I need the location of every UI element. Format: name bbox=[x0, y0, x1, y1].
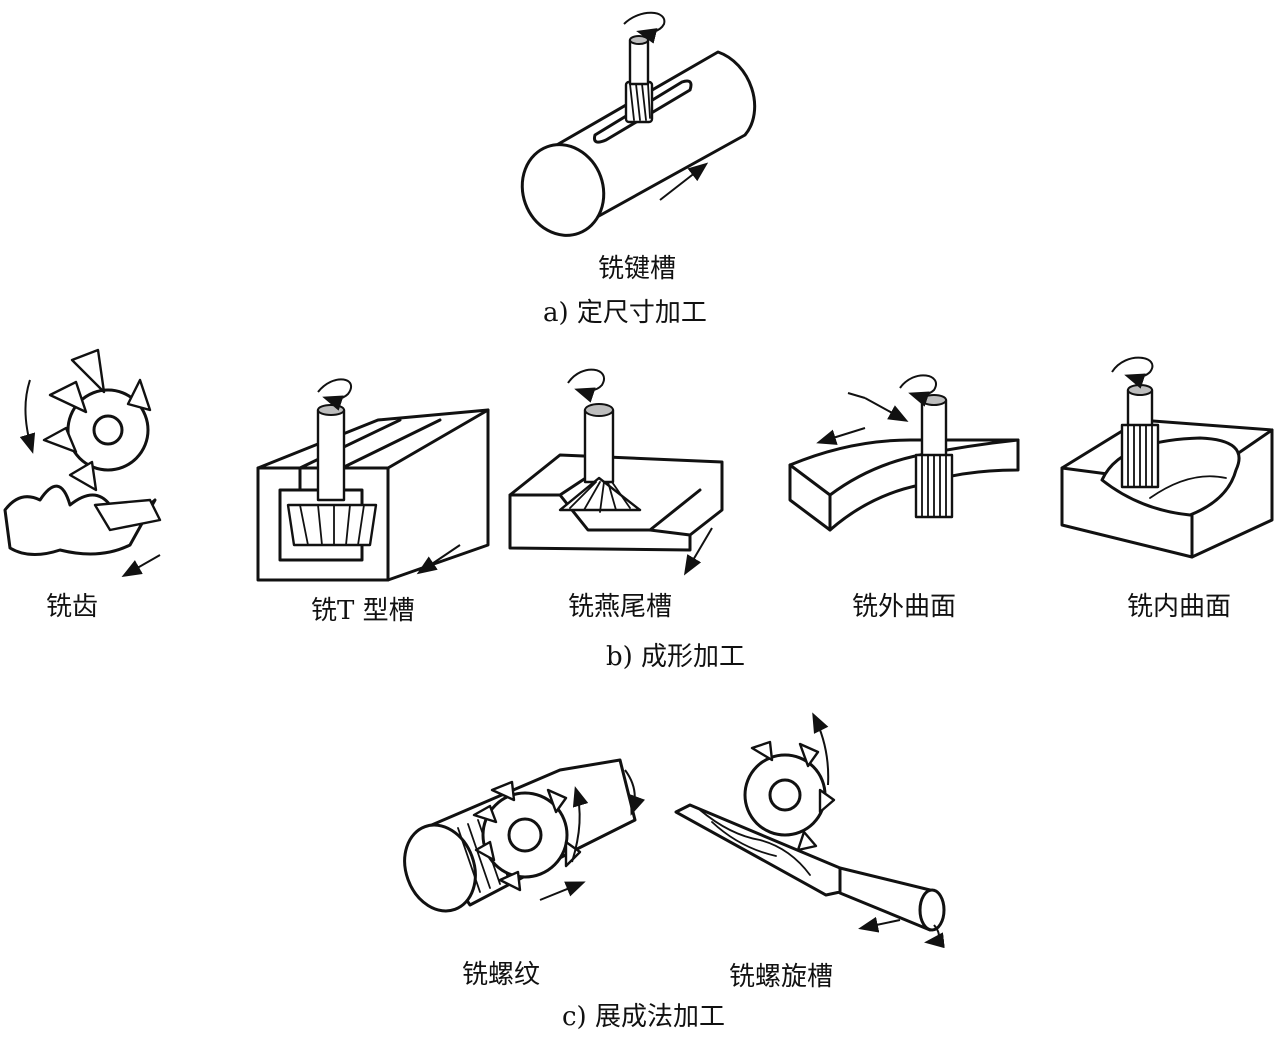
helical-groove-milling-illustration bbox=[674, 712, 946, 949]
label-thread-milling: 铣螺纹 bbox=[462, 960, 541, 990]
label-helical-groove-milling: 铣螺旋槽 bbox=[729, 962, 834, 992]
external-surface-milling-illustration bbox=[788, 374, 1020, 532]
thread-milling-illustration bbox=[403, 758, 645, 913]
label-internal-surface-milling: 铣内曲面 bbox=[1127, 592, 1232, 622]
gear-milling-illustration bbox=[3, 348, 162, 577]
label-keyway-milling: 铣键槽 bbox=[598, 254, 677, 284]
label-external-surface-milling: 铣外曲面 bbox=[852, 592, 957, 622]
keyway-milling-illustration bbox=[520, 11, 757, 237]
label-dovetail-milling: 铣燕尾槽 bbox=[568, 592, 673, 622]
caption-a-fixed-size-machining: a) 定尺寸加工 bbox=[543, 298, 707, 328]
dovetail-milling-illustration bbox=[508, 368, 724, 576]
caption-c-generating-method-machining: c) 展成法加工 bbox=[562, 1002, 725, 1032]
label-t-slot-milling: 铣T 型槽 bbox=[311, 596, 415, 626]
label-gear-milling: 铣齿 bbox=[46, 592, 99, 622]
caption-b-form-machining: b) 成形加工 bbox=[606, 642, 746, 672]
internal-surface-milling-illustration bbox=[1060, 356, 1274, 559]
t-slot-milling-illustration bbox=[256, 378, 490, 582]
